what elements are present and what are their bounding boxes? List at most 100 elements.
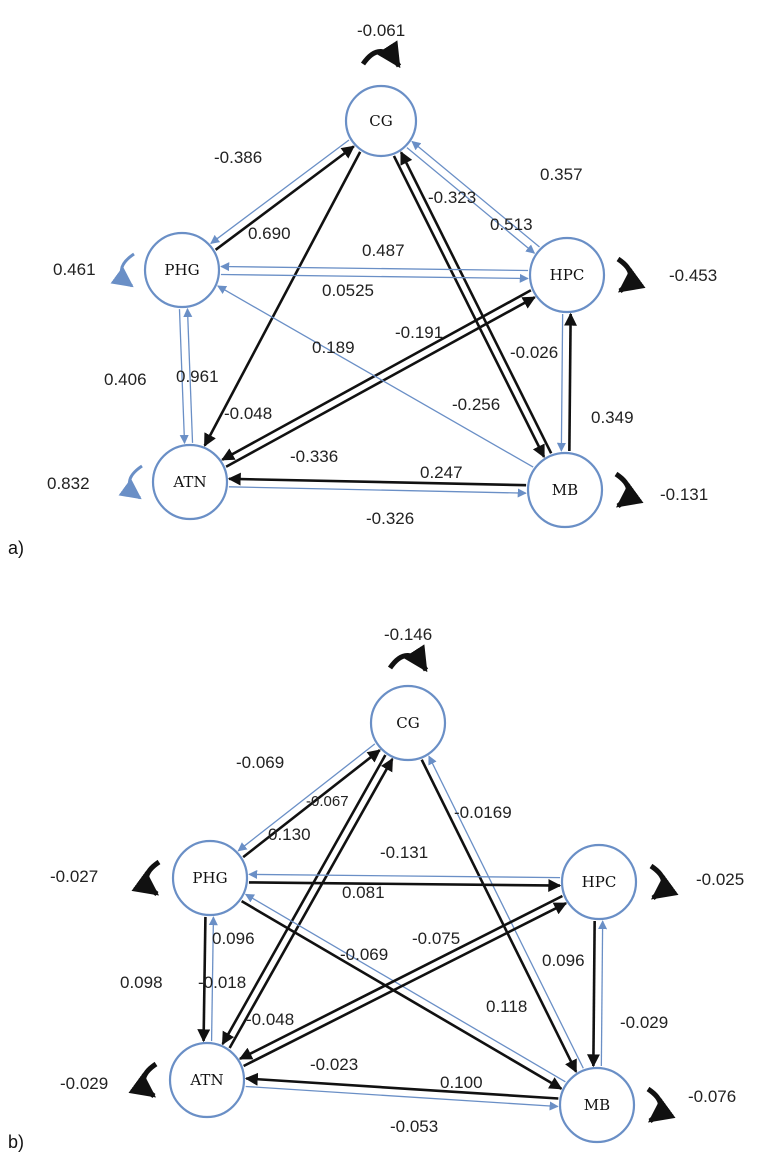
edge-cg-to-mb (420, 759, 578, 1073)
weight-a-mb-hpc: -0.026 (510, 343, 558, 362)
node-mb-circle (558, 1066, 636, 1144)
weight-b-mb-atn: -0.053 (390, 1117, 438, 1136)
weight-a-hpc-cg: 0.357 (540, 165, 583, 184)
edge-atn-to-cg (228, 757, 394, 1049)
node-mb-circle (526, 451, 604, 529)
edge-atn-to-mb (228, 486, 527, 498)
edge-phg-to-mb (240, 900, 563, 1090)
panel-a-edges (178, 139, 578, 498)
edge-hpc-to-phg (248, 869, 561, 880)
edge-phg-to-hpc (220, 273, 529, 283)
weight-b-cg-mb: -0.0169 (454, 803, 512, 822)
edge-cg-to-hpc (406, 147, 536, 254)
loop-weight-a-atn: 0.832 (47, 474, 90, 493)
edge-mb-to-atn (227, 472, 527, 487)
loop-weight-b-atn: -0.029 (60, 1074, 108, 1093)
panel-b-edges (197, 743, 608, 1111)
panel-label-b: b) (8, 1132, 24, 1152)
self-loop-mb (614, 471, 644, 509)
node-mb: MB (558, 1066, 636, 1144)
node-atn-circle (168, 1041, 246, 1119)
edge-atn-to-phg (208, 916, 218, 1042)
edge-mb-to-atn (244, 1072, 559, 1100)
node-mb-label: MB (552, 481, 578, 499)
panel-b-weights: -0.069 0.130 -0.067 -0.048 -0.0169 0.118… (120, 753, 668, 1136)
edge-hpc-to-cg (411, 140, 540, 248)
panel-a-loop-weights: -0.061 0.461 -0.453 0.832 -0.131 (47, 21, 717, 504)
weight-b-phg-mb: -0.069 (340, 945, 388, 964)
edge-mb-to-hpc (598, 920, 608, 1067)
edge-hpc-to-phg (220, 262, 529, 272)
edge-phg-to-hpc (248, 878, 562, 892)
node-phg-circle (143, 231, 221, 309)
node-hpc-circle (560, 843, 638, 921)
panel-b: CG PHG HPC ATN MB -0.069 0.130 -0.0 (8, 625, 744, 1152)
self-loop-atn (128, 1061, 158, 1099)
self-loop-mb (646, 1086, 676, 1124)
node-phg-label: PHG (164, 261, 199, 279)
edge-mb-to-cg (428, 755, 584, 1069)
edge-cg-to-phg (237, 743, 376, 852)
edge-atn-to-mb (245, 1085, 559, 1111)
node-phg: PHG (171, 839, 249, 917)
panel-a-weights: -0.386 0.690 0.357 0.513 -0.048 -0.323 -… (104, 148, 634, 528)
weight-b-cg-phg: 0.130 (268, 825, 311, 844)
edge-hpc-to-mb (586, 920, 600, 1068)
node-atn: ATN (168, 1041, 246, 1119)
edge-cg-to-mb (392, 155, 546, 459)
loop-weight-a-cg: -0.061 (357, 21, 405, 40)
panel-label-a: a) (8, 538, 24, 558)
edge-cg-to-atn (203, 151, 362, 447)
weight-a-atn-phg: 0.406 (104, 370, 147, 389)
node-hpc: HPC (560, 843, 638, 921)
edge-phg-to-atn (197, 916, 211, 1043)
self-loop-hpc (616, 256, 646, 294)
weight-a-phg-atn: 0.961 (176, 367, 219, 386)
node-hpc: HPC (528, 236, 606, 314)
node-phg-label: PHG (192, 869, 227, 887)
panel-a-nodes: CG PHG HPC ATN MB (143, 84, 606, 529)
node-cg: CG (369, 684, 447, 762)
weight-b-atn-mb: 0.100 (440, 1073, 483, 1092)
node-cg: CG (344, 84, 418, 158)
edge-atn-to-hpc (225, 296, 536, 468)
node-cg-label: CG (396, 714, 419, 732)
loop-weight-b-mb: -0.076 (688, 1087, 736, 1106)
panel-b-nodes: CG PHG HPC ATN MB (168, 684, 638, 1144)
weight-a-atn-mb: 0.247 (420, 463, 463, 482)
weight-a-cg-phg: 0.690 (248, 224, 291, 243)
weight-b-atn-phg: 0.098 (120, 973, 163, 992)
node-mb-label: MB (584, 1096, 610, 1114)
weight-b-hpc-mb: -0.029 (620, 1013, 668, 1032)
edge-hpc-to-atn (221, 289, 532, 461)
edge-atn-to-hpc (243, 901, 568, 1068)
self-loop-cg (387, 644, 429, 673)
node-atn-label: ATN (172, 473, 206, 491)
weight-a-mb-phg: 0.189 (312, 338, 355, 357)
edge-mb-to-hpc (564, 312, 578, 452)
node-cg-label: CG (369, 112, 392, 130)
node-cg-circle (369, 684, 447, 762)
edge-hpc-to-atn (238, 894, 563, 1061)
weight-b-phg-cg: -0.069 (236, 753, 284, 772)
weight-a-hpc-mb: 0.349 (591, 408, 634, 427)
self-loop-phg (110, 252, 135, 288)
weight-b-atn-hpc: -0.075 (412, 929, 460, 948)
edge-hpc-to-mb (556, 313, 566, 452)
edge-atn-to-phg (183, 307, 194, 443)
edge-mb-to-phg (244, 893, 566, 1083)
self-loop-atn (118, 464, 143, 500)
panel-a: CG PHG HPC ATN MB -0.386 0.690 0.35 (8, 21, 717, 558)
weight-b-mb-phg: 0.096 (212, 929, 255, 948)
panel-a-self-loops (110, 40, 646, 509)
node-atn-circle (151, 443, 229, 521)
weight-a-hpc-atn: -0.336 (290, 447, 338, 466)
weight-b-hpc-phg: 0.081 (342, 883, 385, 902)
node-hpc-label: HPC (550, 266, 585, 284)
self-loop-cg (360, 40, 402, 69)
weight-a-mb-cg: -0.256 (452, 395, 500, 414)
weight-b-mb-cg: 0.118 (486, 997, 527, 1016)
weight-b-phg-hpc: -0.131 (380, 843, 428, 862)
edge-cg-to-phg (210, 139, 350, 244)
